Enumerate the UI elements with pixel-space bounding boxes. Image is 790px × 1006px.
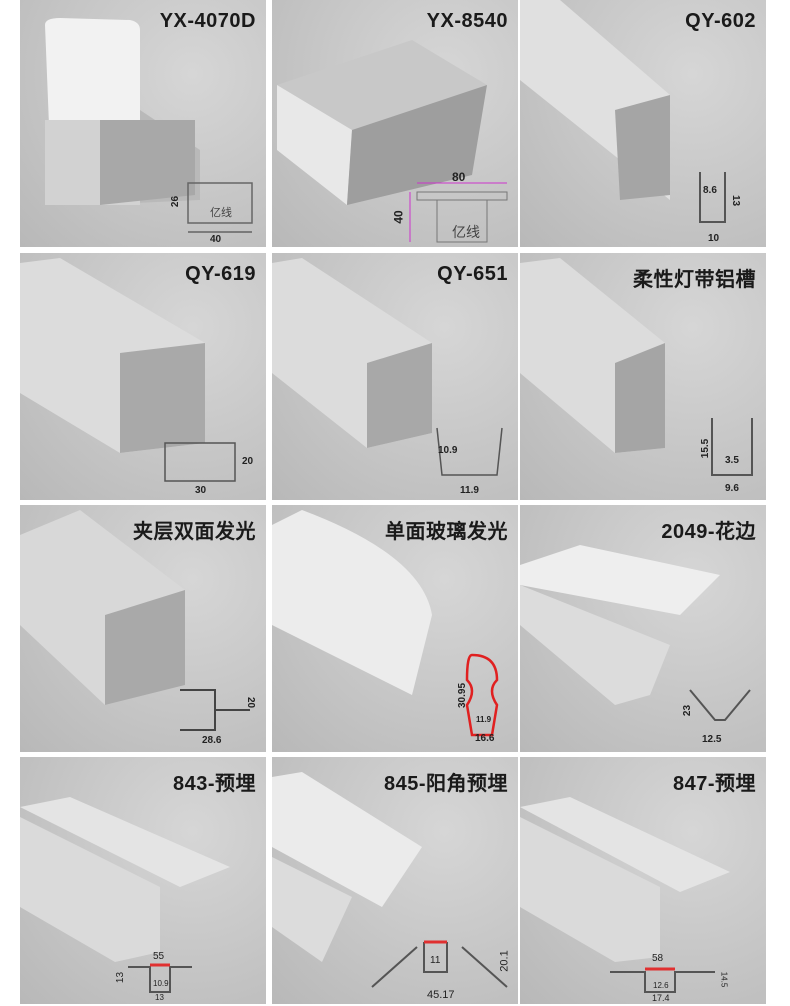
dimension-height: 40	[391, 210, 406, 224]
product-title: 843-预埋	[172, 773, 256, 795]
product-photo	[20, 258, 205, 453]
dimension-height: 15.5	[700, 438, 712, 459]
profile-drawing	[409, 182, 508, 243]
product-title: 845-阳角预埋	[383, 773, 508, 795]
product-photo	[272, 772, 422, 962]
dimension-inner-width: 11	[430, 955, 441, 966]
product-panel-qy-619: QY-619 20 30	[20, 253, 266, 500]
product-panel-2049: 2049-花边 23 12.5	[520, 505, 766, 752]
dimension-width: 10	[708, 233, 720, 244]
dimension-height: 13	[115, 971, 127, 984]
product-title: YX-8540	[426, 10, 508, 32]
product-panel-yx-8540: YX-8540 80 40 亿线	[272, 0, 518, 247]
dimension-height: 26	[170, 195, 182, 208]
dimension-height: 20	[242, 456, 254, 467]
product-panel-dual-side: 夹层双面发光 20 28.6	[20, 505, 266, 752]
dimension-height: 20	[245, 696, 257, 709]
brand-mark: 亿线	[210, 207, 232, 219]
dimension-inner-width: 3.5	[725, 455, 739, 466]
profile-drawing	[180, 689, 250, 731]
dimension-width: 55	[153, 951, 165, 962]
dimension-width: 28.6	[202, 735, 222, 746]
product-title: 夹层双面发光	[133, 521, 256, 543]
product-panel-847: 847-预埋 58 14.5 12.6 17.4	[520, 757, 766, 1004]
product-panel-glass-single: 单面玻璃发光 30.95 11.9 16.6	[272, 505, 518, 752]
profile-drawing	[699, 172, 726, 223]
dimension-height: 23	[682, 704, 694, 717]
product-photo	[272, 258, 432, 448]
profile-drawing	[436, 427, 503, 476]
product-photo	[520, 797, 730, 962]
product-panel-flexible-strip: 柔性灯带铝槽 15.5 3.5 9.6	[520, 253, 766, 500]
product-title: 单面玻璃发光	[385, 521, 508, 543]
profile-drawing	[164, 442, 236, 482]
product-panel-yx-4070d: YX-4070D 26 40 亿线	[20, 0, 266, 247]
dimension-width: 45.17	[427, 989, 455, 1001]
profile-drawing	[465, 653, 499, 737]
dimension-height: 10.9	[438, 445, 458, 456]
product-photo	[520, 0, 670, 200]
brand-mark: 亿线	[452, 224, 480, 240]
dimension-width: 30	[195, 485, 207, 496]
dimension-width: 16.6	[475, 733, 495, 744]
dimension-width: 11.9	[460, 485, 479, 496]
dimension-outer-width: 13	[155, 993, 164, 1002]
product-photo	[20, 797, 230, 962]
dimension-width: 80	[452, 170, 466, 184]
profile-drawing	[689, 689, 751, 721]
dimension-inner-width: 11.9	[476, 715, 492, 724]
dimension-height: 13	[730, 194, 742, 207]
product-photo	[520, 258, 665, 453]
product-photo	[45, 18, 200, 205]
dimension-inner-width: 10.9	[153, 979, 169, 988]
dimension-width: 58	[652, 953, 664, 964]
dimension-height: 14.5	[719, 971, 729, 988]
profile-drawing	[711, 418, 753, 476]
dimension-outer-width: 17.4	[652, 993, 670, 1003]
profile-drawing	[128, 963, 192, 993]
dimension-height: 20.1	[498, 950, 511, 972]
dimension-width: 40	[210, 234, 222, 245]
product-photo	[20, 510, 185, 705]
product-panel-qy-651: QY-651 10.9 11.9	[272, 253, 518, 500]
product-title: QY-602	[685, 10, 756, 32]
product-title: QY-619	[185, 263, 256, 285]
profile-drawing	[610, 967, 715, 993]
dimension-inner-width: 8.6	[703, 185, 717, 196]
dimension-width: 12.5	[702, 734, 722, 745]
product-photo	[520, 545, 720, 705]
dimension-inner-width: 12.6	[653, 981, 669, 990]
product-title: QY-651	[437, 263, 508, 285]
product-photo	[272, 510, 432, 695]
profile-drawing	[371, 940, 508, 988]
dimension-width: 9.6	[725, 483, 739, 494]
product-panel-qy-602: QY-602 8.6 13 10	[520, 0, 766, 247]
product-title: 柔性灯带铝槽	[633, 269, 756, 291]
dimension-height: 30.95	[457, 682, 469, 709]
product-photo	[277, 40, 487, 205]
product-panel-845: 845-阳角预埋 11 20.1 45.17	[272, 757, 518, 1004]
product-title: YX-4070D	[159, 10, 256, 32]
product-panel-843: 843-预埋 55 13 10.9 13	[20, 757, 266, 1004]
product-title: 847-预埋	[672, 773, 756, 795]
profile-drawing	[187, 182, 253, 233]
product-title: 2049-花边	[661, 521, 756, 543]
